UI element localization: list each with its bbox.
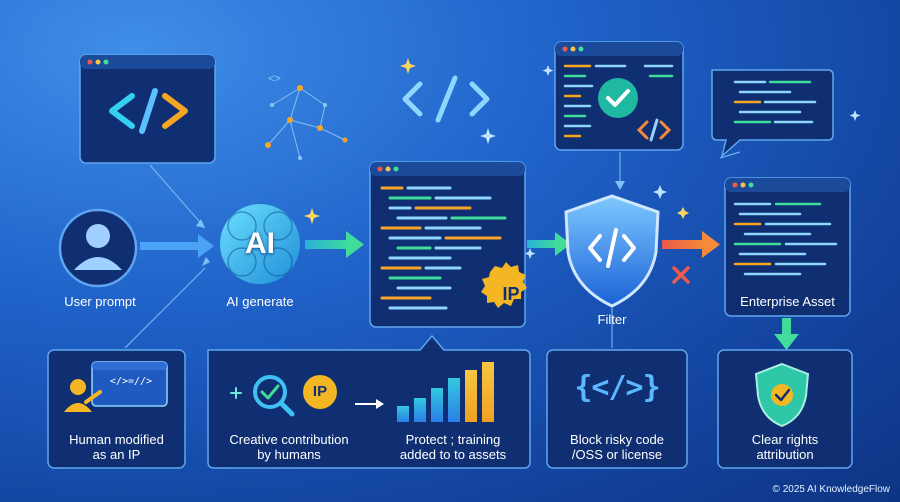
arrow-asset-down [774,318,799,350]
connector-lines [124,151,741,349]
network-graphic [267,87,346,159]
filter-shield-icon [564,194,660,308]
ip-coin-icon [303,375,337,409]
code-window-check [554,41,684,151]
human-modified-text: Human modified as an IP [48,432,185,462]
ai-generate-label: AI generate [226,294,294,309]
arrow-right-icon [355,399,384,409]
block-line-2: /OSS or license [571,447,663,462]
ip-badge-text: IP [502,284,520,304]
user-prompt-label: User prompt [64,294,136,309]
code-window-topleft [79,54,216,164]
creative-ip-badge-text: IP [312,383,328,400]
growth-bars-icon [397,362,494,422]
creative-line-3: Protect ; training [405,432,501,447]
block-line-1: Block risky code [570,432,664,447]
creative-contribution-text: Creative contribution by humans [214,432,364,462]
magnifier-check-icon [253,375,295,417]
enterprise-asset-label: Enterprise Asset [740,294,835,309]
clear-rights-text: Clear rights attribution [718,432,852,462]
arrow-code-to-filter [527,232,571,256]
block-code-braces-icon: {</>} [574,370,660,405]
rights-line-1: Clear rights [751,432,819,447]
ai-brain-icon [220,204,300,284]
human-screen-code-text: </>=//> [109,376,153,387]
reject-x-icon [672,266,690,284]
human-line-2: as an IP [92,447,141,462]
ai-icon-text: AI [245,227,275,260]
protect-training-text: Protect ; training added to to assets [378,432,528,462]
arrow-user-to-ai [140,234,214,258]
arrow-filter-to-asset [662,231,720,258]
rights-shield-icon [754,362,810,428]
human-coder-icon [64,361,168,412]
creative-line-1: Creative contribution [229,432,349,447]
rights-line-2: attribution [756,447,814,462]
user-avatar-icon [58,208,138,288]
floating-code-icon [402,75,490,123]
small-code-glyph: <> [268,73,281,85]
ip-badge-icon [481,262,527,308]
speech-bubble-window [711,69,834,159]
enterprise-asset-window [724,177,851,317]
human-line-1: Human modified [69,432,164,447]
block-risky-text: Block risky code /OSS or license [547,432,687,462]
arrow-ai-to-code [305,231,364,258]
creative-line-4: added to to assets [399,447,507,462]
sparkle-cross-icon [230,387,242,399]
filter-label: Filter [597,312,627,327]
creative-line-2: by humans [257,447,321,462]
copyright-footer: © 2025 AI KnowledgeFlow [772,484,890,495]
